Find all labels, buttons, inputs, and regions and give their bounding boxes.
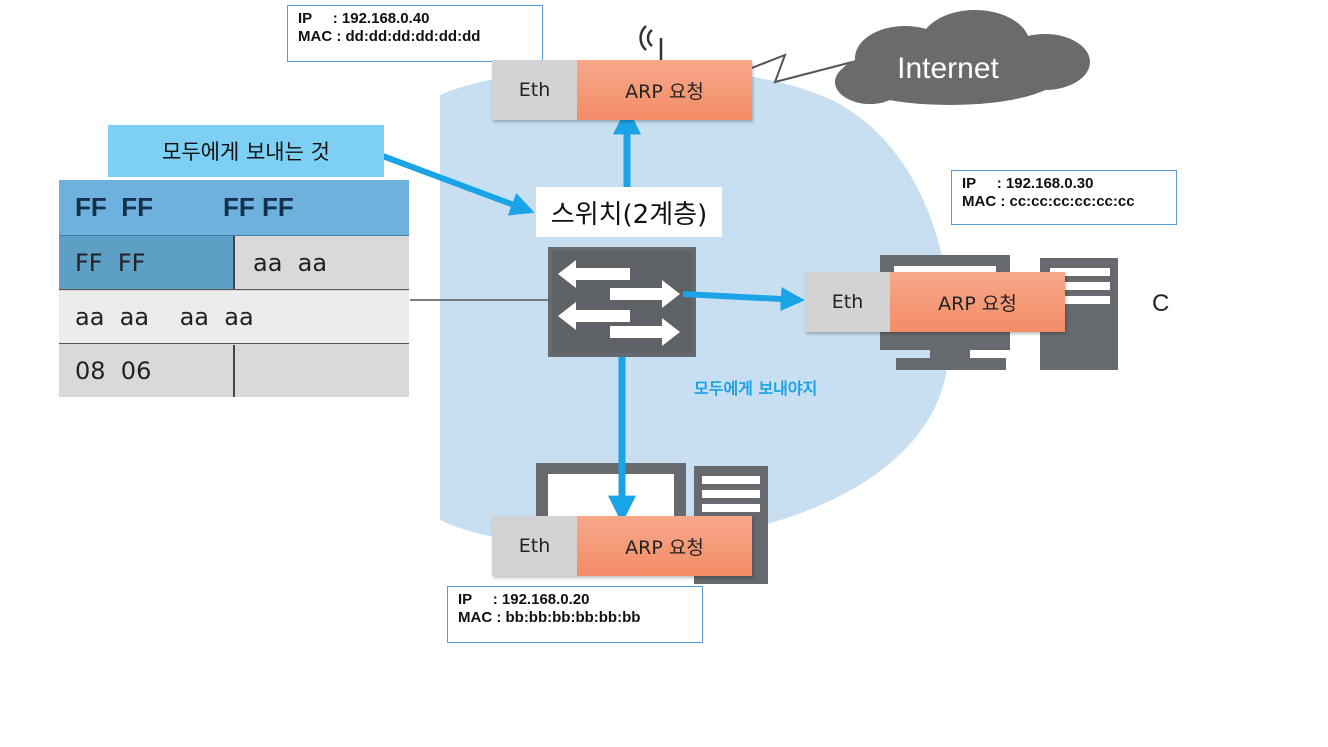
frame-cell: aa aa aa aa (75, 303, 254, 331)
eth-field: Eth (492, 60, 577, 120)
host-c-label: C (1152, 290, 1170, 317)
arp-packet-router: Eth ARP 요청 (492, 60, 752, 120)
host-b-mac: MAC : bb:bb:bb:bb:bb:bb (458, 609, 641, 626)
frame-row-destination: FF FF FF FF (59, 180, 409, 236)
broadcast-action-label: 모두에게 보내야지 (694, 379, 818, 398)
frame-cell: 08 06 (59, 345, 235, 397)
host-b-ip: IP : 192.168.0.20 (458, 591, 590, 608)
router-mac: MAC : dd:dd:dd:dd:dd:dd (298, 28, 481, 45)
arp-packet-host-b: Eth ARP 요청 (492, 516, 752, 576)
cloud-icon (835, 10, 1090, 105)
frame-row-source: aa aa aa aa (59, 291, 409, 344)
frame-cell: FF FF (59, 236, 235, 289)
arp-request-field: ARP 요청 (890, 272, 1065, 332)
switch-label: 스위치(2계층) (536, 187, 722, 237)
host-b-address-box: IP : 192.168.0.20 MAC : bb:bb:bb:bb:bb:b… (447, 586, 703, 643)
frame-row-mixed: FF FF aa aa (59, 236, 409, 290)
frame-row-type: 08 06 (59, 345, 409, 397)
broadcast-frame-callout: 모두에게 보내는 것 (108, 125, 384, 177)
host-c-ip: IP : 192.168.0.30 (962, 175, 1094, 192)
wifi-antenna-icon (639, 25, 663, 60)
router-ip: IP : 192.168.0.40 (298, 10, 430, 27)
arp-packet-host-c: Eth ARP 요청 (805, 272, 1065, 332)
arrow-to-host-c (682, 287, 805, 312)
frame-cell: FF FF (223, 192, 294, 222)
internet-label: Internet (897, 52, 999, 85)
host-c-mac: MAC : cc:cc:cc:cc:cc:cc (962, 193, 1135, 210)
frame-cell: FF FF (75, 192, 153, 222)
arrow-callout-to-switch (370, 149, 535, 216)
host-c-address-box: IP : 192.168.0.30 MAC : cc:cc:cc:cc:cc:c… (951, 170, 1177, 225)
frame-cell: aa aa (253, 248, 328, 277)
arp-request-field: ARP 요청 (577, 516, 752, 576)
ethernet-frame-table: FF FF FF FF FF FF aa aa aa aa aa aa 08 0… (59, 180, 409, 397)
switch-icon (548, 247, 696, 357)
arp-request-field: ARP 요청 (577, 60, 752, 120)
frame-cell (237, 345, 409, 397)
router-address-box: IP : 192.168.0.40 MAC : dd:dd:dd:dd:dd:d… (287, 5, 543, 62)
eth-field: Eth (805, 272, 890, 332)
eth-field: Eth (492, 516, 577, 576)
